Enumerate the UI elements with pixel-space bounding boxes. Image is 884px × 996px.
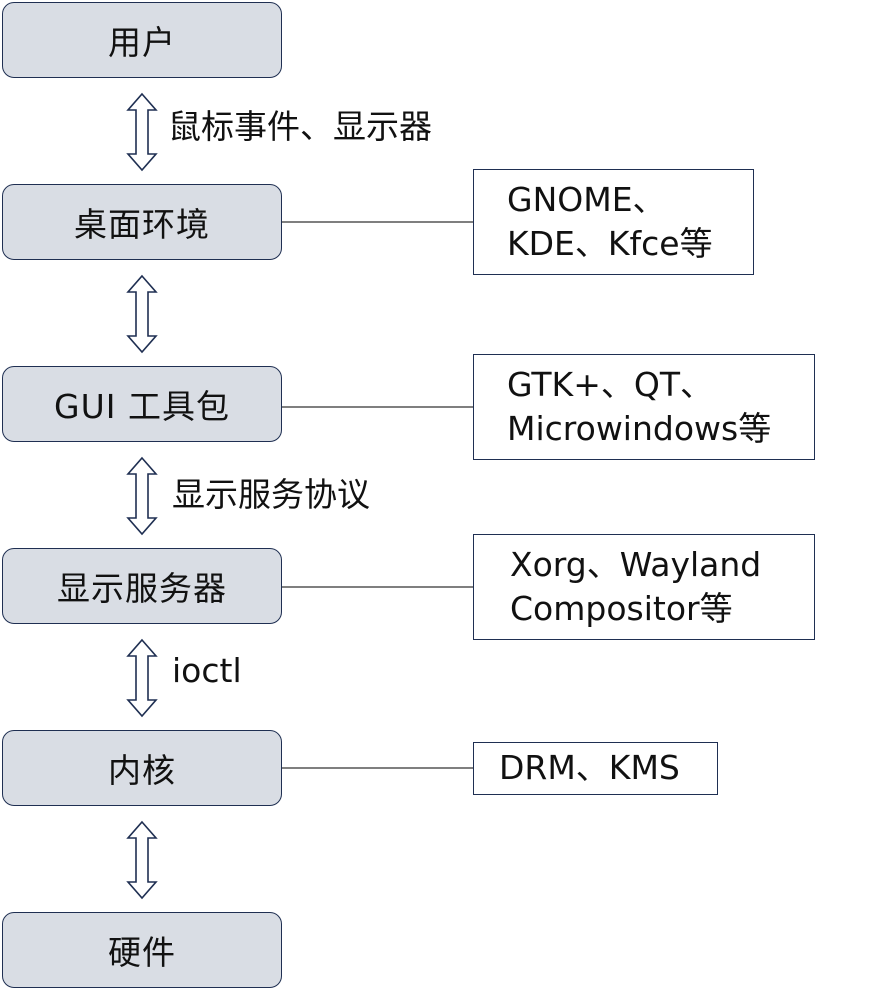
layer-label-gui: GUI 工具包	[54, 387, 230, 426]
layer-label-hardware: 硬件	[108, 933, 176, 972]
double-arrow-desktop-gui	[126, 274, 158, 354]
edge-label-gui-display: 显示服务协议	[172, 475, 370, 514]
layer-box-gui: GUI 工具包	[2, 366, 282, 442]
layer-box-display-server: 显示服务器	[2, 548, 282, 624]
note-box-kernel: DRM、KMS	[473, 742, 718, 795]
layer-box-desktop: 桌面环境	[2, 184, 282, 260]
edge-label-display-kernel: ioctl	[172, 651, 242, 690]
note-display-server-line-2: Compositor等	[510, 589, 733, 628]
layer-box-kernel: 内核	[2, 730, 282, 806]
note-desktop-line-2: KDE、Kfce等	[507, 224, 713, 263]
double-arrow-user-desktop	[126, 92, 158, 172]
note-box-gui: GTK+、QT、 Microwindows等	[473, 354, 815, 460]
layer-box-user: 用户	[2, 2, 282, 78]
layer-label-display-server: 显示服务器	[57, 569, 227, 608]
layer-label-desktop: 桌面环境	[74, 205, 210, 244]
layer-label-user: 用户	[108, 23, 176, 62]
double-arrow-gui-display	[126, 456, 158, 536]
note-display-server-line-1: Xorg、Wayland	[510, 545, 762, 584]
layer-box-hardware: 硬件	[2, 912, 282, 988]
double-arrow-display-kernel	[126, 638, 158, 718]
layer-label-kernel: 内核	[108, 751, 176, 790]
note-gui-line-1: GTK+、QT、	[507, 365, 713, 404]
note-gui-line-2: Microwindows等	[507, 409, 772, 448]
note-box-display-server: Xorg、Wayland Compositor等	[473, 534, 815, 640]
note-kernel-line-1: DRM、KMS	[499, 748, 680, 787]
note-desktop-line-1: GNOME、	[507, 180, 666, 219]
note-box-desktop: GNOME、 KDE、Kfce等	[473, 169, 754, 275]
edge-label-user-desktop: 鼠标事件、显示器	[168, 107, 432, 146]
double-arrow-kernel-hardware	[126, 820, 158, 900]
